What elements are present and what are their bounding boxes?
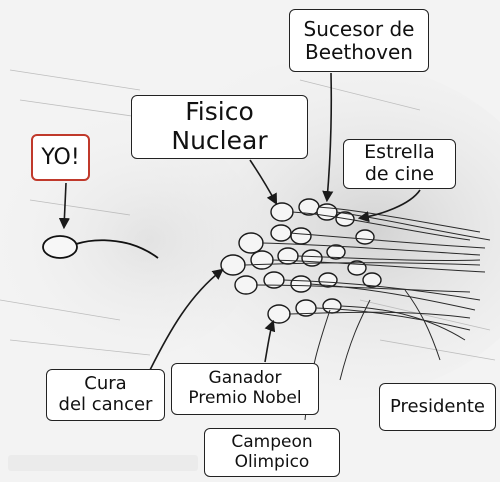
lone-sperm xyxy=(42,235,159,259)
label-sucesor-line1: Sucesor de xyxy=(303,16,415,41)
annotation-arrows xyxy=(58,72,421,371)
label-cura-cancer: Cura del cancer xyxy=(46,369,165,421)
label-ganador-line1: Ganador xyxy=(208,368,282,389)
label-ganador-nobel: Ganador Premio Nobel xyxy=(171,363,319,415)
label-campeon-line1: Campeon xyxy=(231,431,313,452)
label-fisico-line2: Nuclear xyxy=(171,126,268,155)
label-cura-line1: Cura xyxy=(84,373,127,395)
label-ganador-line2: Premio Nobel xyxy=(188,388,302,408)
label-presidente-text: Presidente xyxy=(389,395,486,417)
label-yo: YO! xyxy=(31,134,90,181)
label-sucesor-beethoven: Sucesor de Beethoven xyxy=(289,9,429,72)
label-yo-text: YO! xyxy=(41,144,80,170)
label-fisico-nuclear: Fisico Nuclear xyxy=(131,95,308,159)
sperm-tails xyxy=(243,206,491,421)
watermark-logo xyxy=(8,455,198,471)
label-cura-line2: del cancer xyxy=(58,394,153,415)
label-sucesor-line2: Beethoven xyxy=(305,39,413,64)
label-campeon-line2: Olimpico xyxy=(234,451,310,472)
label-estrella-line2: de cine xyxy=(364,163,435,185)
label-presidente: Presidente xyxy=(379,383,496,431)
label-campeon-olimpico: Campeon Olimpico xyxy=(204,428,340,477)
label-fisico-line1: Fisico xyxy=(185,97,254,127)
label-estrella-line1: Estrella xyxy=(364,141,435,164)
label-estrella-cine: Estrella de cine xyxy=(343,139,456,189)
